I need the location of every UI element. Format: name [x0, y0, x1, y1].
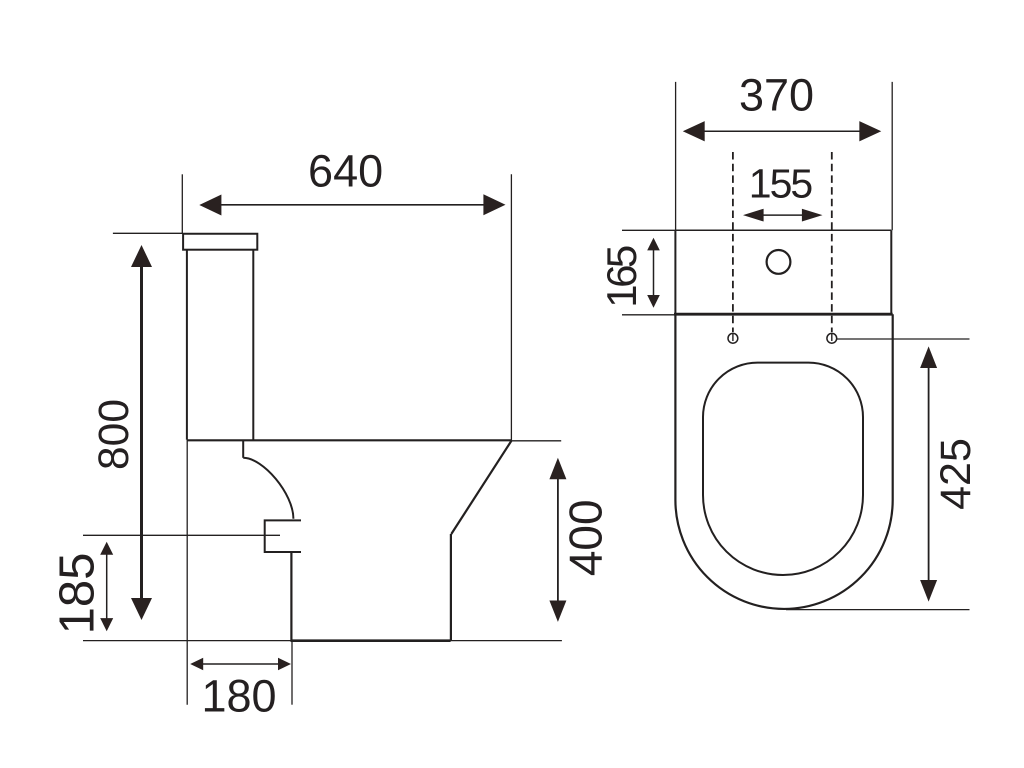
svg-text:425: 425	[932, 438, 980, 510]
svg-text:155: 155	[749, 161, 813, 207]
svg-text:185: 185	[51, 553, 105, 635]
svg-text:180: 180	[201, 671, 276, 722]
svg-text:640: 640	[308, 146, 383, 197]
svg-text:370: 370	[739, 70, 814, 121]
svg-text:165: 165	[598, 246, 645, 308]
svg-text:800: 800	[91, 399, 138, 470]
svg-text:400: 400	[559, 499, 611, 576]
